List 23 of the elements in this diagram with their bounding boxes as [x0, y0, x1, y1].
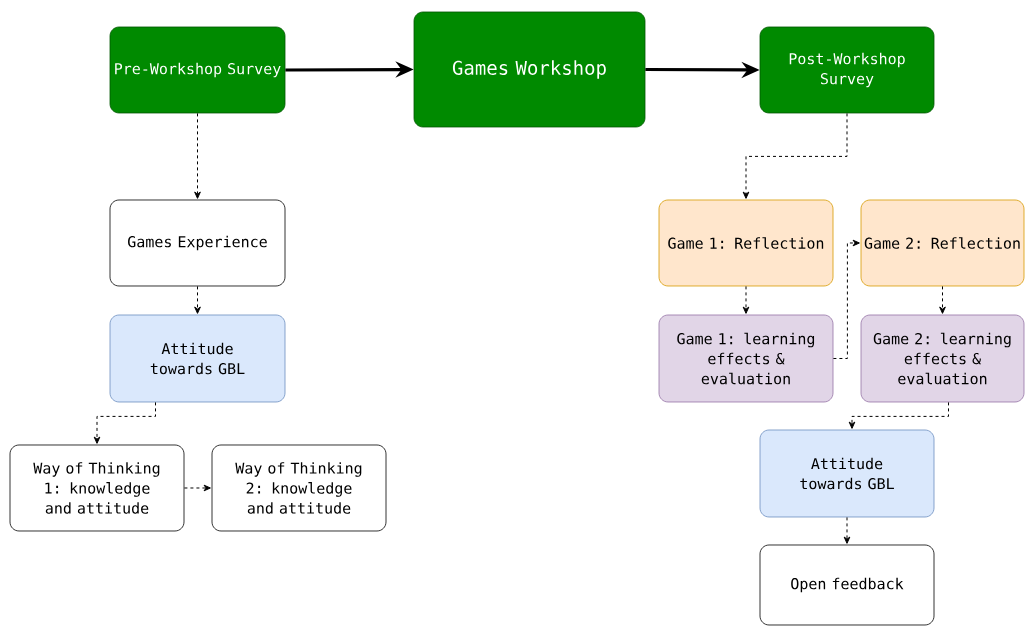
process-box: Game 1: learning effects & evaluation: [658, 314, 834, 403]
dashed-arrow: [93, 401, 156, 444]
dashed-arrow: [939, 285, 946, 314]
process-box: Games Workshop: [413, 11, 646, 128]
process-box: Post-Workshop Survey: [759, 26, 935, 114]
dashed-arrow: [848, 401, 949, 429]
dashed-arrow: [194, 112, 201, 199]
process-box: Attitude towards GBL: [109, 314, 286, 403]
dashed-arrow: [742, 285, 750, 314]
dashed-arrow: [183, 484, 211, 492]
process-box: Game 2: Reflection: [860, 199, 1025, 287]
process-box: Open feedback: [759, 544, 935, 626]
dashed-arrow: [194, 285, 201, 314]
process-box: Attitude towards GBL: [759, 429, 935, 518]
process-box: Game 2: learning effects & evaluation: [860, 314, 1025, 403]
process-box: Game 1: Reflection: [658, 199, 834, 287]
dashed-arrow: [832, 239, 860, 359]
process-box: Way of Thinking 2: knowledge and attitude: [211, 444, 387, 532]
process-box: Pre-Workshop Survey: [109, 26, 286, 114]
dashed-arrow: [843, 516, 851, 544]
process-box: Games Experience: [109, 199, 286, 287]
dashed-arrow: [742, 112, 848, 199]
process-box: Way of Thinking 1: knowledge and attitude: [9, 444, 185, 532]
